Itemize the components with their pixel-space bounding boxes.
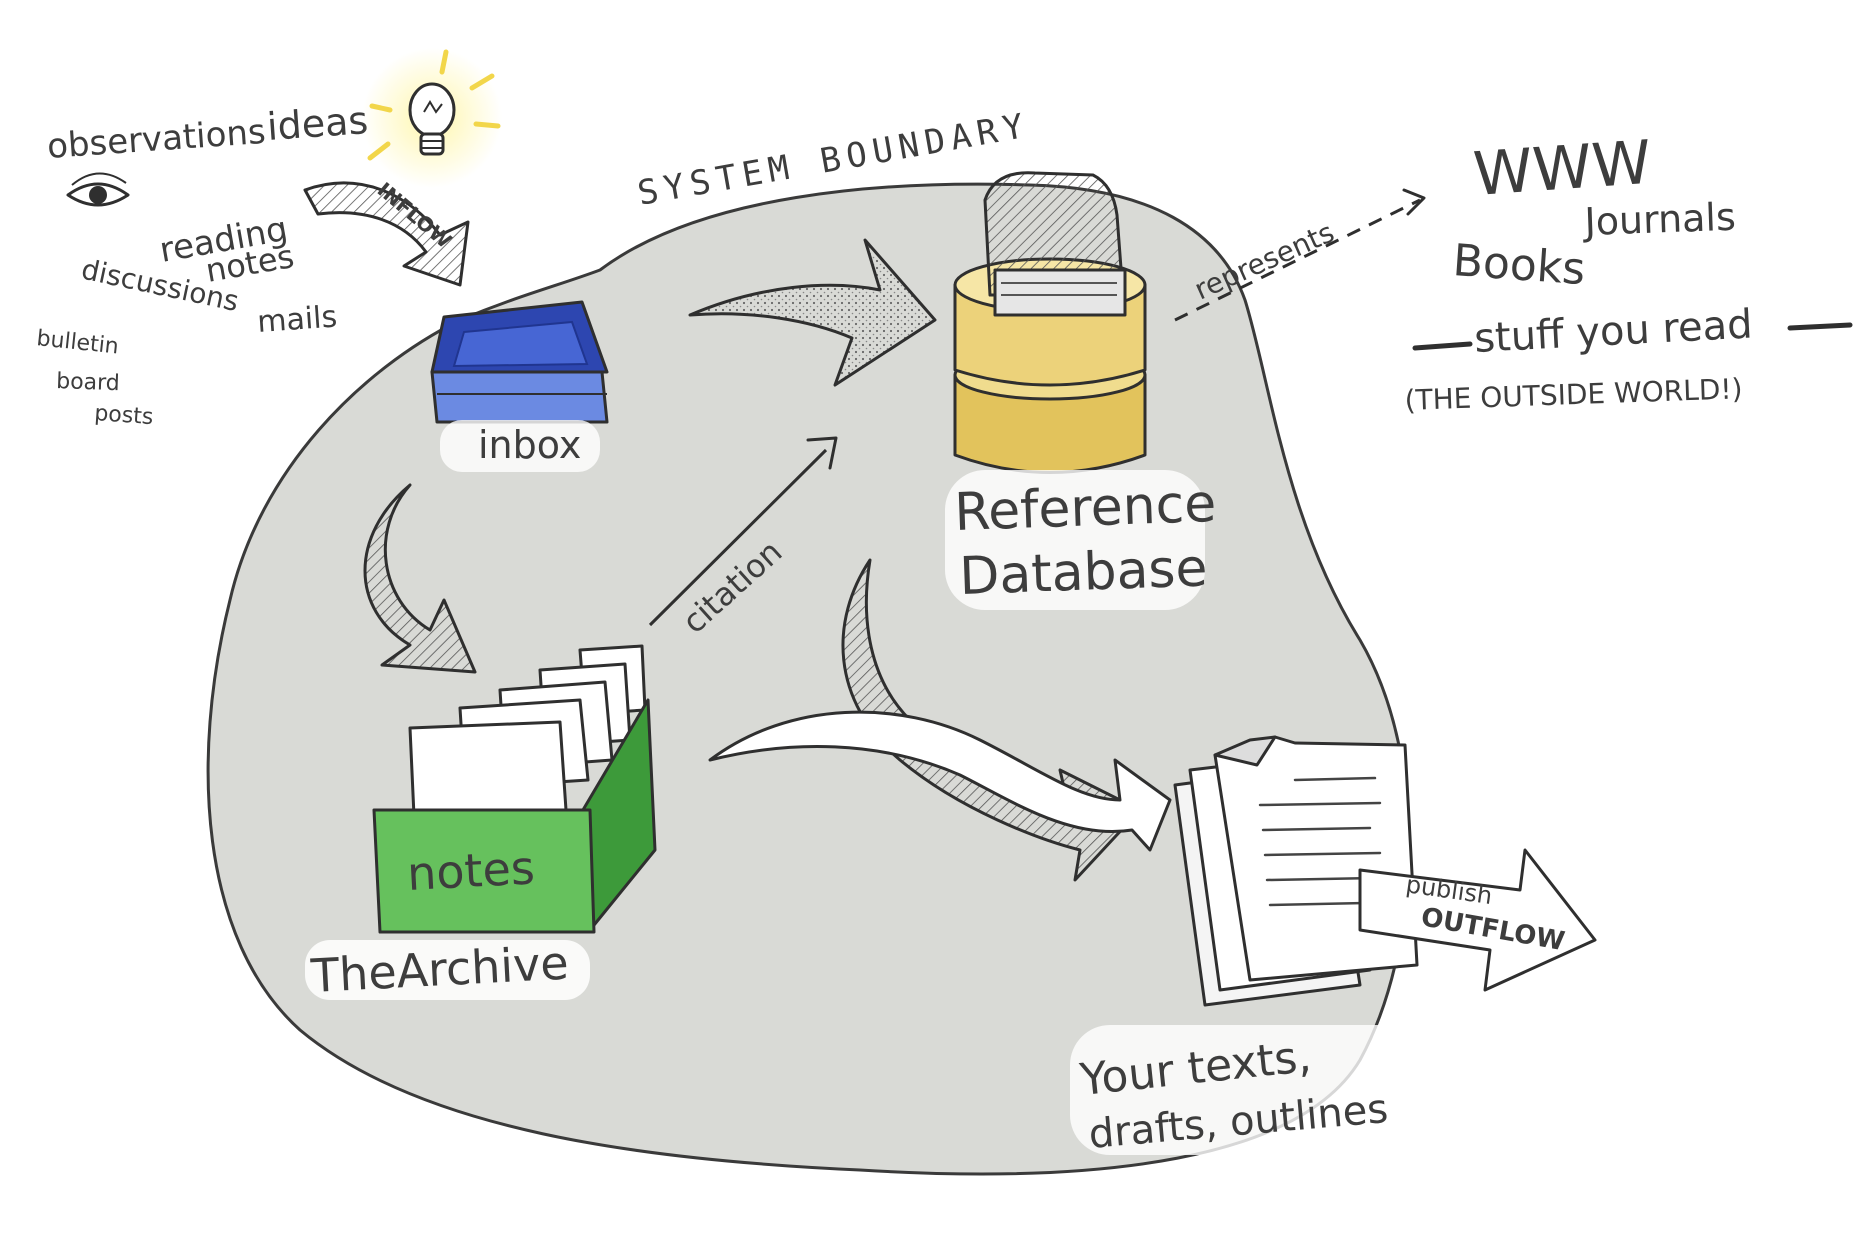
posts-label: posts [94, 401, 155, 430]
database-icon [953, 171, 1147, 474]
inbox-label: inbox [478, 423, 581, 467]
archive-box-label: notes [406, 840, 536, 901]
stuff-you-read: stuff you read [1412, 301, 1853, 362]
eye-icon [66, 172, 130, 207]
books-label: Books [1451, 235, 1587, 295]
inbox-tray-icon [430, 300, 609, 424]
inbox-to-archive-arrow [363, 483, 477, 674]
database-label-line2: Database [958, 538, 1208, 607]
database-label-line1: Reference [953, 474, 1217, 543]
mails-label: mails [256, 299, 338, 339]
board-label: board [56, 369, 120, 396]
bulletin-label: bulletin [35, 326, 120, 359]
inflow-arrow: INFLOW [303, 177, 470, 287]
journals-label: Journals [1582, 195, 1737, 244]
ideas-label: ideas [266, 98, 370, 149]
lightbulb-icon [362, 48, 502, 188]
archive-to-texts-arrow [708, 558, 1172, 882]
www-label: WWW [1471, 128, 1653, 210]
inbox-to-database-arrow [688, 238, 937, 387]
outside-world-label: (THE OUTSIDE WORLD!) [1404, 372, 1743, 417]
card-box-icon [372, 644, 657, 934]
observations-label: observations [46, 112, 267, 167]
documents-icon [1173, 735, 1419, 1007]
stuff-you-read-label: stuff you read [1473, 301, 1753, 362]
outflow-arrow: publish OUTFLOW [1358, 848, 1597, 992]
